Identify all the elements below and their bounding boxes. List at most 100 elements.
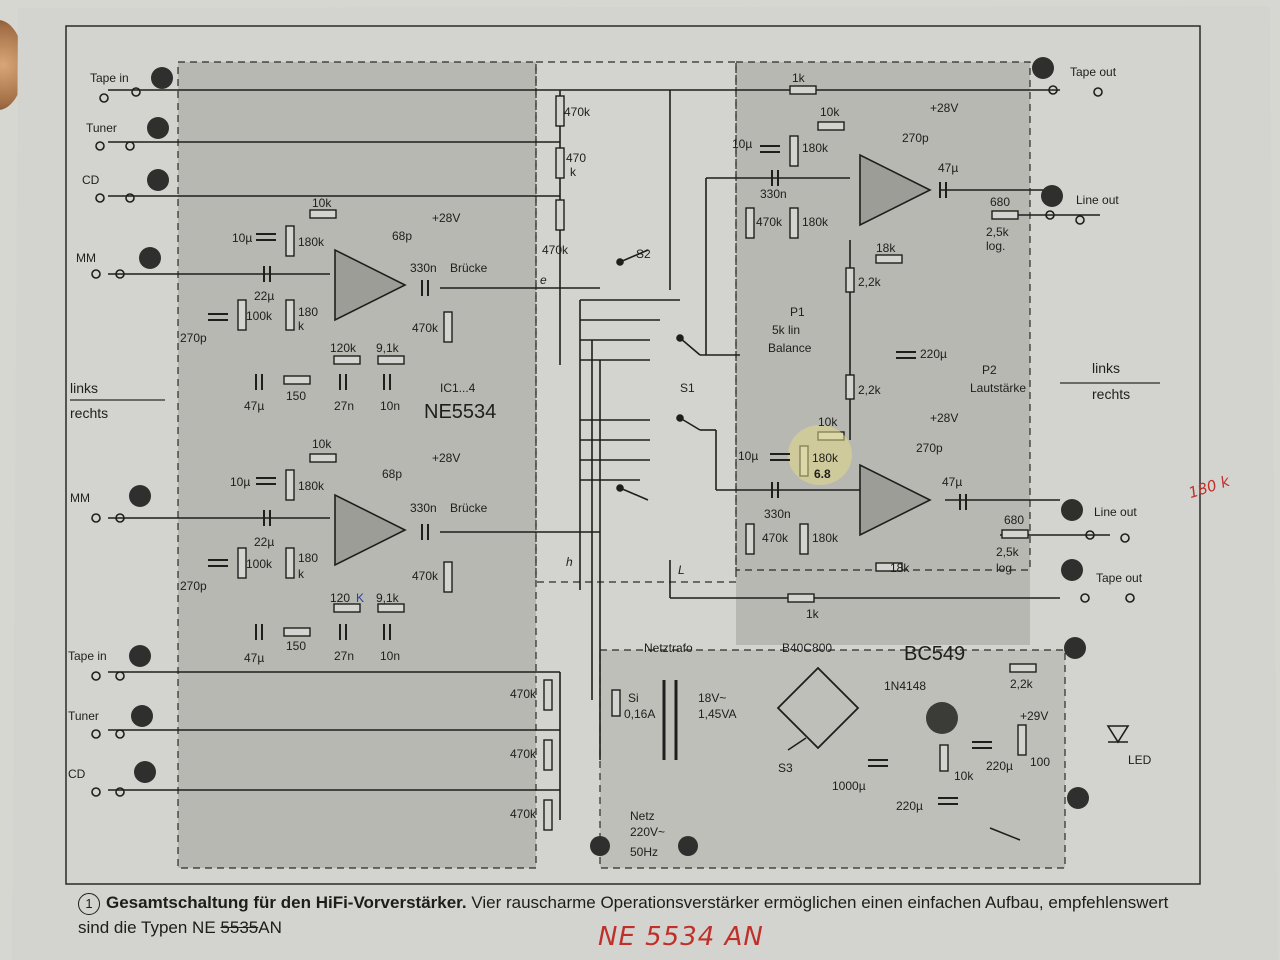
- module-border-power: [599, 649, 1066, 869]
- label-phono-stage-bottom-bridge: Brücke: [450, 501, 488, 515]
- label-line-stage-bottom-r-fb2: 18k: [890, 561, 910, 575]
- label-line-stage-bottom-c-comp: 270p: [916, 441, 943, 455]
- label-phono-stage-top-r-riaa2: 9,1k: [376, 341, 400, 355]
- label-phono-stage-top-r-fb: 10k: [312, 196, 332, 210]
- label-mm-top: MM: [76, 251, 96, 265]
- label-power-mains-v: 220V~: [630, 825, 665, 839]
- label-line-stage-top-r-gnd: 180k: [802, 215, 829, 229]
- label-phono-stage-top-c-out: 330n: [410, 261, 437, 275]
- label-s2: S2: [636, 247, 651, 261]
- label-phono-stage-top-r-gnd: 180: [298, 305, 318, 319]
- label-phono-stage-bottom-supply: +28V: [432, 451, 460, 465]
- label-line-out-top: Line out: [1076, 193, 1119, 207]
- label-cd-bottom: CD: [68, 767, 86, 781]
- opamp-phono-left: [334, 248, 407, 322]
- label-tape-in-top: Tape in: [90, 71, 129, 85]
- label-phono-stage-bottom-r-riaa1-k: K: [356, 591, 364, 605]
- label-tape-out-resistors-bottom: 1k: [806, 607, 820, 621]
- label-balance-value: 5k lin: [772, 323, 800, 337]
- label-s1: S1: [680, 381, 695, 395]
- label-line-stage-bottom-c-in: 10µ: [738, 449, 758, 463]
- label-power-secondary: 18V~: [698, 691, 726, 705]
- label-input-resistors-r2: 470: [566, 151, 586, 165]
- label-power-supply: +29V: [1020, 709, 1048, 723]
- label-line-stage-bottom-r-bias: 180k: [812, 451, 839, 465]
- label-tape-out-bottom: Tape out: [1096, 571, 1143, 585]
- label-power-diode: 1N4148: [884, 679, 926, 693]
- label-line-stage-bottom-c-couple: 330n: [764, 507, 791, 521]
- label-line-stage-top-supply: +28V: [930, 101, 958, 115]
- label-power-led: LED: [1128, 753, 1152, 767]
- label-phono-stage-top-c-riaa1: 27n: [334, 399, 354, 413]
- label-line-out-bottom: Line out: [1094, 505, 1137, 519]
- label-phono-stage-bottom-r-gnd2: k: [298, 567, 305, 581]
- label-power-mains-hz: 50Hz: [630, 845, 658, 859]
- label-line-stage-top-c-out: 47µ: [938, 161, 958, 175]
- handwritten-note-ne5534: NE 5534 AN: [598, 922, 764, 952]
- label-phono-stage-top-c-gnd: 47µ: [244, 399, 264, 413]
- label-phono-stage-bottom-r-150: 150: [286, 639, 306, 653]
- bridge-rectifier: [776, 666, 860, 750]
- opamp-phono-right: [334, 493, 407, 567]
- label-phono-stage-top-bridge: Brücke: [450, 261, 488, 275]
- label-phono-stage-bottom-c-out: 330n: [410, 501, 437, 515]
- label-phono-stage-bottom-c-gnd: 47µ: [244, 651, 264, 665]
- label-power-transistor: BC549: [904, 643, 965, 665]
- label-phono-stage-bottom-r-riaa2: 9,1k: [376, 591, 400, 605]
- label-ic: IC1...4: [440, 381, 476, 395]
- label-mm-bottom: MM: [70, 491, 90, 505]
- label-balance-label: Balance: [768, 341, 812, 355]
- label-rechts-right: rechts: [1092, 386, 1130, 402]
- label-s3: S3: [778, 761, 793, 775]
- label-phono-stage-top-r-150: 150: [286, 389, 306, 403]
- caption-type-struck: 5535: [220, 918, 259, 937]
- label-power-r-out: 100: [1030, 755, 1050, 769]
- label-phono-stage-bottom-r-bias: 180k: [298, 479, 325, 493]
- led-symbol: [1106, 725, 1130, 744]
- label-phono-stage-top-r-in: 100k: [246, 309, 273, 323]
- label-power-r-led: 2,2k: [1010, 677, 1034, 691]
- label-phono-stage-bottom-c-riaa1: 27n: [334, 649, 354, 663]
- highlight-blob: [788, 425, 852, 485]
- label-input-resistors-r2b: k: [570, 165, 577, 179]
- label-phono-stage-bottom-r-out: 470k: [412, 569, 439, 583]
- label-line-stage-top-r-bias: 180k: [802, 141, 829, 155]
- label-line-stage-bottom-r-fb: 10k: [818, 415, 838, 429]
- label-tape-in-bottom: Tape in: [68, 649, 107, 663]
- label-ne5534: NE5534: [424, 401, 496, 423]
- label-phono-stage-top-c-comp: 68p: [392, 229, 412, 243]
- opamp-line-right: [859, 463, 932, 537]
- label-phono-stage-bottom-r-fb: 10k: [312, 437, 332, 451]
- label-phono-stage-bottom-c-shunt: 270p: [180, 579, 207, 593]
- caption-title: Gesamtschaltung für den HiFi-Vorverstärk…: [106, 893, 467, 912]
- label-phono-stage-bottom-c-in: 10µ: [230, 475, 250, 489]
- label-phono-stage-top-r-out: 470k: [412, 321, 439, 335]
- label-balance-r-top: 2,2k: [858, 275, 882, 289]
- label-line-stage-top-c-couple: 330n: [760, 187, 787, 201]
- label-tape-out-top: Tape out: [1070, 65, 1117, 79]
- label-line-stage-bottom-r-out: 680: [1004, 513, 1024, 527]
- caption-number: 1: [78, 893, 100, 915]
- figure-caption: 1 Gesamtschaltung für den HiFi-Vorverstär…: [78, 890, 1198, 940]
- label-links-left: links: [70, 380, 98, 396]
- label-phono-stage-top-supply: +28V: [432, 211, 460, 225]
- label-phono-stage-top-r-riaa1: 120k: [330, 341, 357, 355]
- label-power-c-filter: 1000µ: [832, 779, 866, 793]
- label-line-stage-bottom-pot: 2,5k: [996, 545, 1020, 559]
- label-line-stage-bottom-pot-law: log: [996, 561, 1012, 575]
- label-volume-label: Lautstärke: [970, 381, 1026, 395]
- page-frame: [65, 25, 1201, 885]
- label-phono-stage-bottom-c-couple-in: 22µ: [254, 535, 274, 549]
- label-pin-markers-wire-h: h: [566, 555, 573, 569]
- label-power-fuse: Si: [628, 691, 639, 705]
- label-phono-stage-top-r-gnd2: k: [298, 319, 305, 333]
- label-line-stage-top-c-in: 10µ: [732, 137, 752, 151]
- label-input-resistors-r6: 470k: [510, 807, 537, 821]
- label-phono-stage-bottom-r-riaa1: 120: [330, 591, 350, 605]
- label-line-stage-bottom-r-in: 470k: [762, 531, 789, 545]
- board-shade-left: [178, 62, 536, 868]
- label-tuner-bottom: Tuner: [68, 709, 99, 723]
- label-power-transformer: Netztrafo: [644, 641, 693, 655]
- label-phono-stage-bottom-c-riaa2: 10n: [380, 649, 400, 663]
